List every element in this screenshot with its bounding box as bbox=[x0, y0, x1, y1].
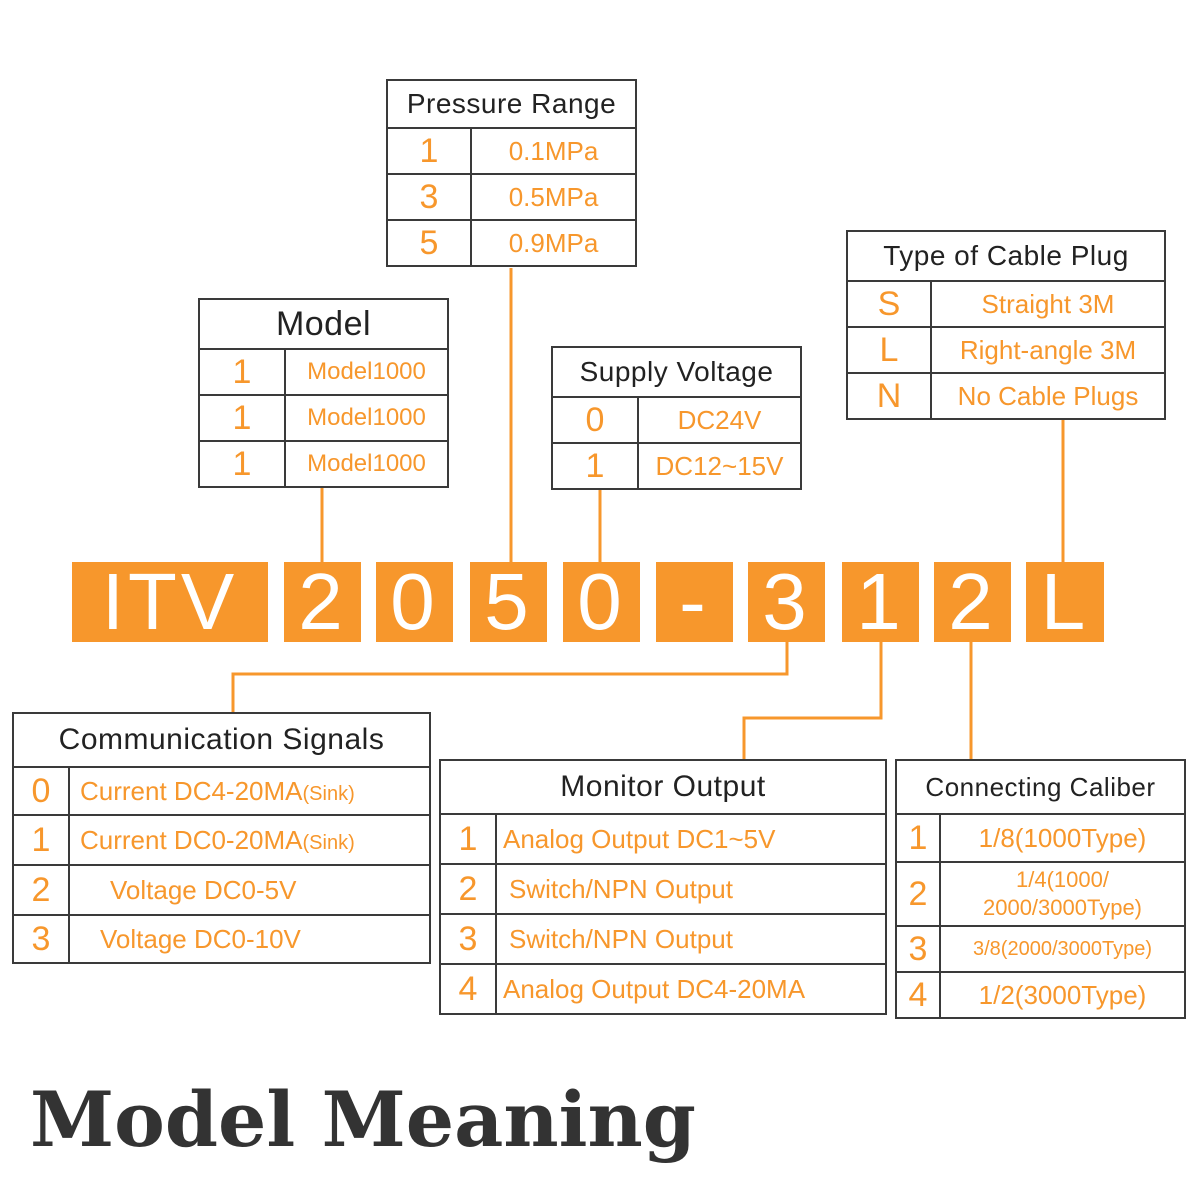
option-code: 5 bbox=[386, 219, 472, 267]
connector-communication bbox=[231, 642, 789, 713]
option-value: DC12~15V bbox=[637, 442, 802, 490]
option-code: 2 bbox=[12, 864, 70, 916]
option-value: Current DC4-20MA bbox=[80, 775, 303, 806]
code-pressure-digit: 5 bbox=[470, 562, 547, 642]
option-code: 1 bbox=[551, 442, 639, 490]
option-code: L bbox=[846, 326, 932, 374]
code-dash: - bbox=[656, 562, 733, 642]
option-value: 1/8(1000Type) bbox=[939, 813, 1186, 863]
option-code: 3 bbox=[12, 914, 70, 964]
table-title: Monitor Output bbox=[439, 759, 887, 815]
option-value: 3/8(2000/3000Type) bbox=[939, 925, 1186, 973]
option-code: 1 bbox=[198, 394, 286, 442]
option-code: 3 bbox=[386, 173, 472, 221]
code-cable-plug-letter: L bbox=[1026, 562, 1104, 642]
option-value: Straight 3M bbox=[930, 280, 1166, 328]
page-title: Model Meaning bbox=[30, 1075, 696, 1164]
code-caliber-digit: 2 bbox=[934, 562, 1011, 642]
option-value: Analog Output DC4-20MA bbox=[495, 963, 887, 1015]
option-code: 1 bbox=[12, 814, 70, 866]
option-value: Voltage DC0-5V bbox=[68, 864, 431, 916]
option-value: 0.9MPa bbox=[470, 219, 637, 267]
option-value: Current DC0-20MA bbox=[80, 824, 303, 855]
table-title: Type of Cable Plug bbox=[846, 230, 1166, 282]
option-value: 0.5MPa bbox=[470, 173, 637, 221]
code-communication-digit: 3 bbox=[748, 562, 825, 642]
table-title: Model bbox=[198, 298, 449, 350]
option-value: Analog Output DC1~5V bbox=[495, 813, 887, 865]
option-code: 0 bbox=[551, 396, 639, 444]
option-code: N bbox=[846, 372, 932, 420]
option-value: No Cable Plugs bbox=[930, 372, 1166, 420]
code-voltage-digit: 0 bbox=[563, 562, 640, 642]
option-value: Switch/NPN Output bbox=[495, 913, 887, 965]
option-code: 1 bbox=[386, 127, 472, 175]
sink-note: (Sink) bbox=[302, 782, 355, 805]
option-code: 1 bbox=[895, 813, 941, 863]
option-code: 1 bbox=[198, 348, 286, 396]
option-value: Model1000 bbox=[284, 348, 449, 396]
code-series: ITV bbox=[72, 562, 268, 642]
option-value: 1/4(1000/ 2000/3000Type) bbox=[939, 861, 1186, 927]
option-code: 1 bbox=[439, 813, 497, 865]
option-code: 4 bbox=[439, 963, 497, 1015]
option-value: Model1000 bbox=[284, 394, 449, 442]
option-value: 0.1MPa bbox=[470, 127, 637, 175]
option-value: Switch/NPN Output bbox=[495, 863, 887, 915]
connector-monitor bbox=[742, 642, 883, 760]
code-monitor-digit: 1 bbox=[842, 562, 919, 642]
option-code: 0 bbox=[12, 766, 70, 816]
table-title: Pressure Range bbox=[386, 79, 637, 129]
option-code: 2 bbox=[439, 863, 497, 915]
option-code: 4 bbox=[895, 971, 941, 1019]
option-value: 1/2(3000Type) bbox=[939, 971, 1186, 1019]
option-code: S bbox=[846, 280, 932, 328]
option-value: Right-angle 3M bbox=[930, 326, 1166, 374]
option-value: DC24V bbox=[637, 396, 802, 444]
sink-note: (Sink) bbox=[302, 831, 355, 854]
table-title: Supply Voltage bbox=[551, 346, 802, 398]
option-code: 1 bbox=[198, 440, 286, 488]
table-title: Connecting Caliber bbox=[895, 759, 1186, 815]
option-code: 3 bbox=[895, 925, 941, 973]
option-value: Voltage DC0-10V bbox=[68, 914, 431, 964]
option-code: 3 bbox=[439, 913, 497, 965]
option-code: 2 bbox=[895, 861, 941, 927]
table-title: Communication Signals bbox=[12, 712, 431, 768]
option-value: Model1000 bbox=[284, 440, 449, 488]
code-digit-2: 0 bbox=[376, 562, 453, 642]
code-model-digit: 2 bbox=[284, 562, 361, 642]
